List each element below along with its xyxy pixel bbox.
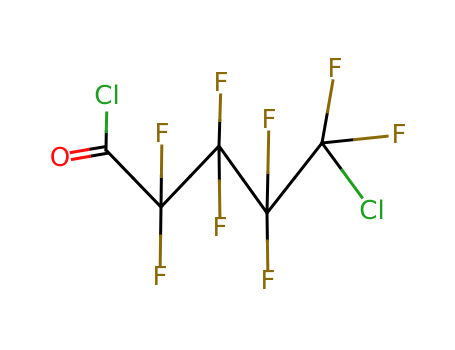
bond-line-half-b [352, 134, 389, 142]
bond-c4-f6 [265, 211, 270, 271]
bond-c1-c2 [103, 147, 164, 210]
bond-line-half-a [320, 110, 330, 145]
bond-line-half-a [217, 118, 222, 148]
bond-line-1-half-b [69, 147, 91, 155]
atom-label-f2: F [153, 262, 168, 292]
bond-line-half-b [325, 79, 335, 114]
bond-c4-c5 [264, 140, 325, 216]
bond-c3-f4 [217, 144, 222, 218]
bond-c3-f3 [217, 93, 223, 148]
atom-label-cl1: Cl [94, 81, 119, 111]
atom-label-o1: O [50, 143, 70, 173]
bond-line-half-b [218, 93, 223, 123]
bond-c3-c4 [216, 143, 270, 216]
bond-c1-o1 [69, 144, 109, 162]
atom-label-f3: F [214, 68, 229, 98]
bond-line-2-half-b [70, 154, 92, 162]
bond-c5-f8 [320, 134, 389, 145]
bond-line-1-half-a [86, 144, 108, 152]
bond-c5-cl2 [319, 140, 364, 200]
atom-label-f1: F [155, 119, 170, 149]
bond-line-half-b [266, 130, 271, 175]
atom-label-f5: F [262, 105, 277, 135]
bond-c1-cl1 [104, 111, 109, 152]
bond-line-half-b [339, 168, 364, 200]
bond-line-half-a [103, 147, 136, 181]
atom-label-cl2: Cl [359, 196, 384, 226]
bond-line-half-b [187, 143, 222, 179]
bond-line-half-a [264, 175, 297, 216]
atom-label-f4: F [213, 213, 228, 243]
bonds-layer [69, 79, 389, 271]
bond-line-2-half-a [87, 151, 109, 159]
bond-line-half-b [217, 179, 222, 218]
bond-c2-c3 [158, 143, 222, 210]
bond-line-half-a [158, 174, 193, 210]
atom-label-f8: F [392, 120, 407, 150]
bond-c2-f2 [158, 205, 163, 267]
bond-c4-f5 [265, 130, 271, 215]
bond-c5-f7 [320, 79, 335, 145]
bond-line-half-a [265, 170, 270, 215]
bond-line-half-a [320, 137, 357, 145]
atom-label-f7: F [328, 54, 343, 84]
bond-line-half-b [131, 176, 164, 210]
bond-line-half-a [319, 140, 345, 173]
bond-line-half-b [292, 140, 325, 181]
atom-label-f6: F [261, 266, 276, 296]
bond-line-half-a [216, 143, 246, 182]
bond-c2-f1 [159, 144, 164, 209]
bond-line-half-b [240, 177, 270, 216]
